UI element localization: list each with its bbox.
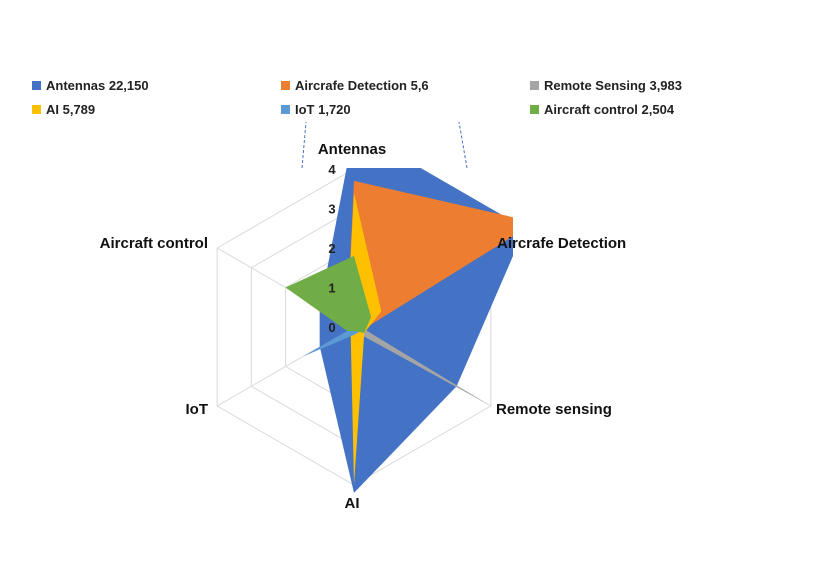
legend-label: Aircrafe Detection 5,6 (295, 78, 429, 93)
series-group (285, 168, 513, 493)
legend-swatch (281, 81, 290, 90)
axis-label: Remote sensing (496, 401, 612, 418)
legend-label: Aircraft control 2,504 (544, 102, 675, 117)
series-area-5 (285, 255, 372, 333)
series-area-4 (302, 327, 361, 357)
axis-label: IoT (186, 401, 209, 418)
legend-label: Antennas 22,150 (46, 78, 149, 93)
radial-tick-label: 2 (328, 241, 335, 256)
chart-legend: Antennas 22,150 Aircrafe Detection 5,6 R… (0, 0, 830, 130)
series-area-2 (350, 323, 488, 405)
legend-item-aircrafe-detection: Aircrafe Detection 5,6 (281, 78, 429, 93)
radial-tick-label: 0 (328, 320, 335, 335)
radial-tick-label: 4 (328, 162, 336, 177)
legend-swatch (32, 81, 41, 90)
axis-label: Antennas (318, 141, 386, 158)
radial-tick-label: 3 (328, 202, 335, 217)
legend-item-antennas: Antennas 22,150 (32, 78, 149, 93)
leader-line (301, 121, 307, 169)
legend-label: Remote Sensing 3,983 (544, 78, 682, 93)
series-area-1 (347, 180, 513, 335)
legend-swatch (530, 81, 539, 90)
leader-line (458, 121, 468, 169)
legend-label: IoT 1,720 (295, 102, 351, 117)
axis-label: AI (345, 495, 360, 512)
legend-item-ai: AI 5,789 (32, 102, 95, 117)
legend-swatch (32, 105, 41, 114)
legend-item-aircraft-control: Aircraft control 2,504 (530, 102, 674, 117)
radial-tick-label: 1 (328, 281, 335, 296)
legend-swatch (281, 105, 290, 114)
axis-label: Aircraft control (100, 235, 208, 252)
legend-swatch (530, 105, 539, 114)
legend-item-remote-sensing: Remote Sensing 3,983 (530, 78, 682, 93)
legend-item-iot: IoT 1,720 (281, 102, 351, 117)
axis-label: Aircrafe Detection (497, 235, 626, 252)
legend-label: AI 5,789 (46, 102, 96, 117)
